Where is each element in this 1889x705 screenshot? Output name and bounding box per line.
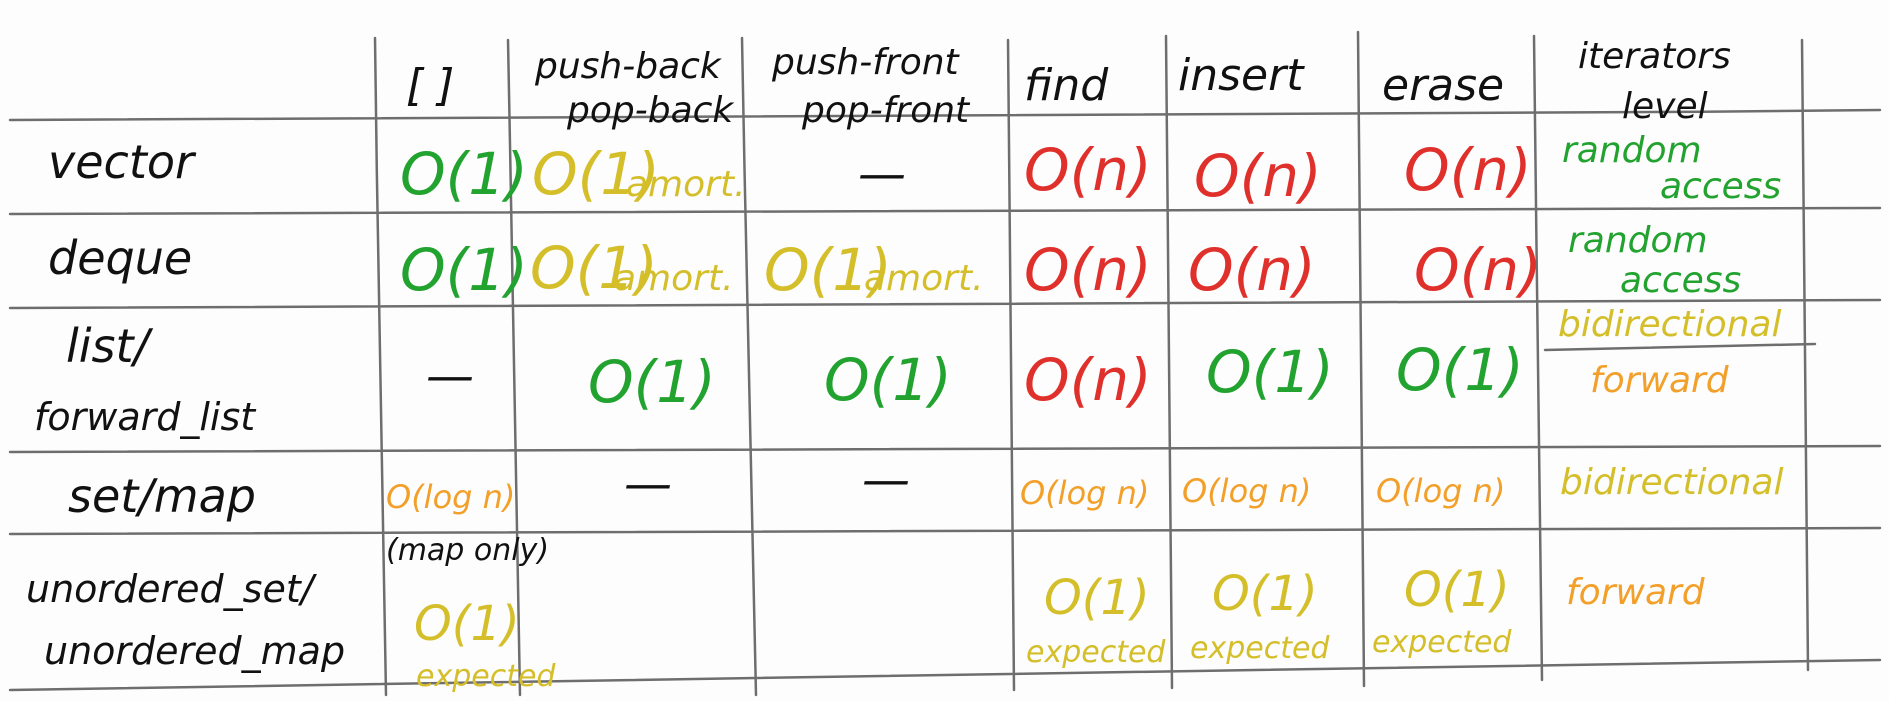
header-insert: insert [1178,50,1305,101]
row-label-unordered-line2: unordered_map [44,629,345,673]
header-pop-front: pop-front [801,90,971,131]
cell-unordered-find-note: expected [1026,635,1166,670]
cell-list-find: O(n) [1024,346,1152,414]
row-label-vector: vector [48,135,197,189]
cell-set-map-brackets: O(log n) [386,478,515,516]
grid-line [1006,38,1016,692]
grid-line [8,444,1882,454]
grid-line [740,36,758,697]
cell-set-map-push-front: — [862,452,910,508]
cell-deque-insert: O(n) [1188,236,1316,304]
grid-line [1164,34,1174,690]
cell-unordered-brackets-note: expected [416,659,556,694]
cell-set-map-find: O(log n) [1020,474,1149,512]
cell-set-map-erase: O(log n) [1376,472,1505,510]
grid-line [1543,342,1817,352]
cell-vector-push-back: O(1) [532,140,660,208]
grid-line [1356,30,1366,688]
cell-list-iter-line1: bidirectional [1558,304,1781,345]
cell-unordered-insert: O(1) [1212,566,1318,622]
row-label-unordered-line1: unordered_set/ [26,567,318,611]
cell-set-map-insert: O(log n) [1182,472,1311,510]
cell-deque-brackets: O(1) [400,236,528,304]
grid-line [8,298,1882,310]
cell-deque-erase: O(n) [1414,236,1542,304]
row-label-deque: deque [48,231,192,285]
row-unordered: unordered_set/ unordered_map O(1) expect… [26,562,1706,694]
cell-unordered-erase: O(1) [1404,562,1510,618]
header-erase: erase [1382,60,1504,111]
grid-line [8,526,1882,536]
cell-vector-insert: O(n) [1194,142,1322,210]
header-level: level [1622,86,1708,127]
cell-unordered-brackets: O(1) [414,596,520,652]
cell-vector-push-back-note: amort. [626,164,746,205]
grid-line [506,38,522,697]
header-push-back: push-back [534,46,723,87]
cell-vector-push-front: — [858,146,906,202]
header-pop-back: pop-back [566,90,735,131]
row-label-list-line2: forward_list [34,395,257,439]
cell-list-erase: O(1) [1396,336,1524,404]
cell-vector-brackets: O(1) [400,140,528,208]
cell-list-push-front: O(1) [824,346,952,414]
grid-line [373,36,388,697]
header-push-front: push-front [771,42,961,83]
cell-set-map-brackets-note: (map only) [386,533,549,568]
cell-set-map-push-back: — [624,456,672,512]
cell-unordered-erase-note: expected [1372,625,1512,660]
header-find: find [1024,60,1109,111]
cell-deque-push-back: O(1) [530,234,658,302]
row-list: list/ forward_list — O(1) O(1) O(n) O(1)… [34,304,1781,439]
cell-deque-find: O(n) [1024,236,1152,304]
cell-deque-push-front: O(1) [764,236,892,304]
row-set-map: set/map O(log n) (map only) — — O(log n)… [68,452,1783,568]
grid-line [1532,34,1544,682]
cell-list-iter-line2: forward [1590,360,1730,401]
header-brackets: [ ] [406,60,454,111]
cell-vector-erase: O(n) [1404,136,1532,204]
cell-set-map-iter: bidirectional [1560,462,1783,503]
grid-line [8,206,1882,216]
header-row: [ ] push-back pop-back push-front pop-fr… [406,36,1731,131]
cell-vector-iter-line2: access [1660,166,1781,207]
row-label-list-line1: list/ [66,319,154,373]
row-vector: vector O(1) O(1) amort. — O(n) O(n) O(n)… [48,130,1781,210]
grid-line [1800,38,1810,672]
cell-vector-find: O(n) [1024,136,1152,204]
row-label-set-map: set/map [68,469,256,523]
cell-deque-iter-line2: access [1620,260,1741,301]
cell-deque-iter-line1: random [1568,220,1708,261]
header-iterators: iterators [1578,36,1731,77]
cell-deque-push-back-note: amort. [614,258,734,299]
cell-list-insert: O(1) [1206,338,1334,406]
row-deque: deque O(1) O(1) amort. O(1) amort. O(n) … [48,220,1741,304]
cell-list-push-back: O(1) [588,348,716,416]
cell-list-brackets: — [426,348,474,404]
cell-unordered-find: O(1) [1044,570,1150,626]
cell-deque-push-front-note: amort. [864,258,984,299]
cell-unordered-insert-note: expected [1190,631,1330,666]
cell-unordered-iter: forward [1566,572,1706,613]
cell-vector-iter-line1: random [1562,130,1702,171]
